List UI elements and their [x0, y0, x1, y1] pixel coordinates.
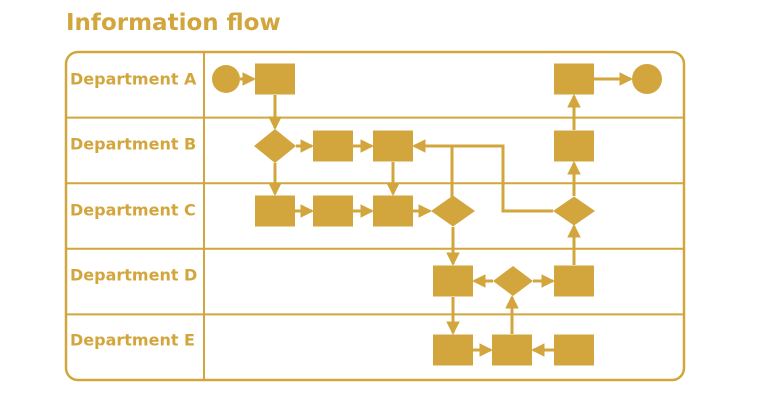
node-process-d3	[554, 265, 594, 297]
lane-label-b: Department B	[70, 135, 196, 154]
node-decision-c4	[431, 195, 475, 227]
lane-label-e: Department E	[70, 331, 195, 350]
node-decision-d2	[493, 266, 533, 296]
node-process-e3	[554, 334, 594, 366]
node-process-a2	[554, 63, 594, 95]
node-process-b4	[554, 130, 594, 162]
node-end-circle-end	[632, 64, 662, 94]
lane-label-d: Department D	[70, 266, 197, 285]
lane-label-a: Department A	[70, 70, 197, 89]
node-decision-c5	[553, 196, 595, 226]
node-process-d1	[433, 265, 473, 297]
node-process-a1	[255, 63, 295, 95]
node-process-e2	[492, 334, 532, 366]
node-process-b3	[373, 130, 413, 162]
diagram-title: Information flow	[66, 10, 281, 36]
node-process-b2	[313, 130, 353, 162]
lane-label-c: Department C	[70, 201, 196, 220]
node-start-circle-start	[212, 65, 240, 93]
node-process-c3	[373, 195, 413, 227]
node-process-c2	[313, 195, 353, 227]
edge-c5-b3	[411, 139, 553, 213]
swimlane-frame	[64, 50, 686, 382]
node-process-e1	[433, 334, 473, 366]
node-process-c1	[255, 195, 295, 227]
node-decision-b1	[254, 129, 296, 163]
